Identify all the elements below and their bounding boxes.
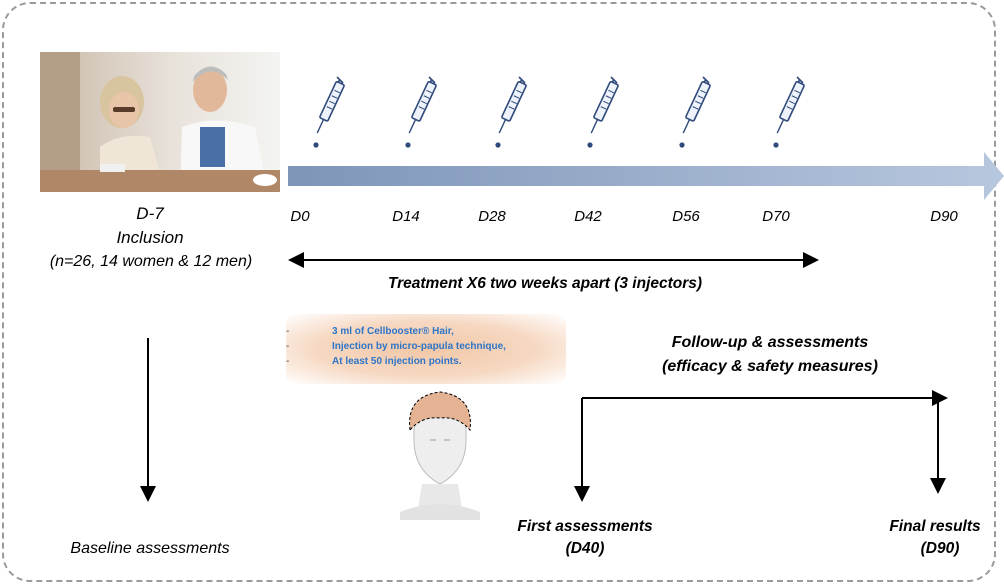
timeline-day-label: D56 <box>672 208 700 225</box>
final-results-label: Final results <box>889 518 981 535</box>
timeline-day-label: D70 <box>762 208 790 225</box>
syringe-icon <box>586 76 620 149</box>
inclusion-title: Inclusion <box>116 228 184 247</box>
protocol-box: -3 ml of Cellbooster® Hair, -Injection b… <box>286 314 566 384</box>
followup-subtitle: (efficacy & safety measures) <box>662 358 878 375</box>
first-assessment-day: (D40) <box>565 540 605 557</box>
syringe-icon <box>312 76 346 149</box>
diagram-frame <box>2 2 996 582</box>
timeline-day-label: D90 <box>930 208 958 225</box>
syringe-icon <box>678 76 712 149</box>
injection-syringes <box>312 76 806 149</box>
head-illustration <box>400 391 480 520</box>
final-results-day: (D90) <box>920 540 960 557</box>
inclusion-day: D-7 <box>136 204 164 223</box>
timeline-day-label: D42 <box>574 208 602 225</box>
treatment-label: Treatment X6 two weeks apart (3 injector… <box>387 275 703 292</box>
timeline-day-label: D0 <box>290 208 310 225</box>
syringe-icon <box>404 76 438 149</box>
inclusion-population: (n=26, 14 women & 12 men) <box>49 253 253 270</box>
consultation-photo <box>40 52 280 192</box>
timeline-bar <box>288 166 988 186</box>
baseline-assessments-label: Baseline assessments <box>70 540 230 557</box>
syringe-icon <box>772 76 806 149</box>
timeline-day-label: D14 <box>392 208 420 225</box>
timeline-arrowhead <box>984 152 1004 200</box>
timeline-day-label: D28 <box>478 208 506 225</box>
syringe-icon <box>494 76 528 149</box>
followup-title: Follow-up & assessments <box>671 334 869 351</box>
first-assessment-label: First assessments <box>517 518 653 535</box>
